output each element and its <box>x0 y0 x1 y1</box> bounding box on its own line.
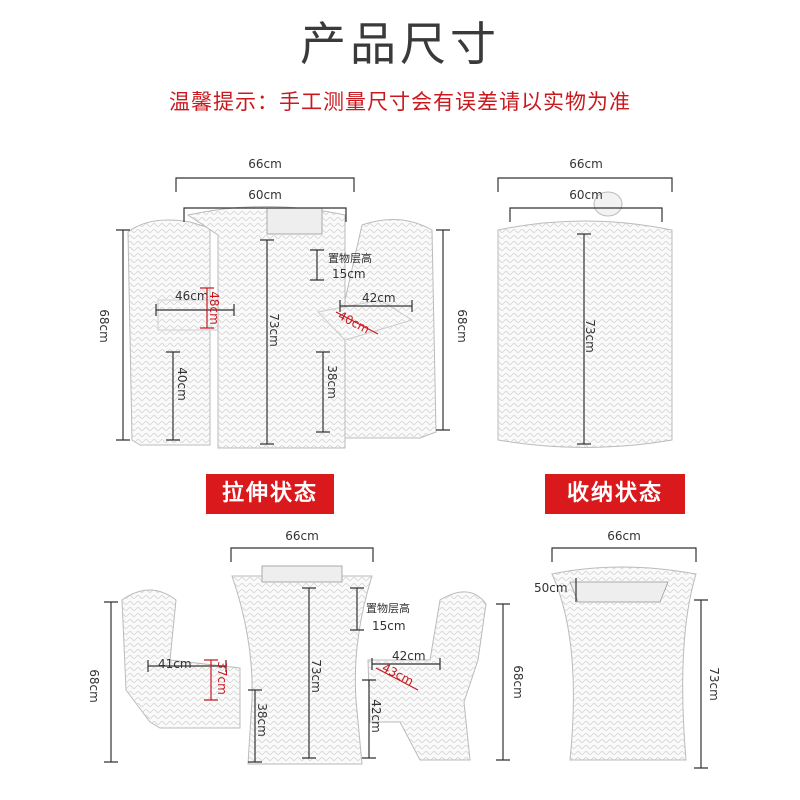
expanded-hourglass-set: 66cm 68cm 68cm 73cm 置物层高 15cm 41cm 37cm … <box>87 529 525 765</box>
tl-left-height-label: 68cm <box>97 309 111 343</box>
bl-seat-height-right-label: 42cm <box>369 699 383 733</box>
tl-shelf-note-line2: 15cm <box>332 267 366 281</box>
br-height-label: 73cm <box>707 667 721 701</box>
bl-shelf-note-line2: 15cm <box>372 619 406 633</box>
br-tray-size-label: 50cm <box>534 581 568 595</box>
collapsed-state-label: 收纳状态 <box>545 474 685 514</box>
tl-shelf-note-line1: 置物层高 <box>328 251 372 265</box>
bl-right-height-label: 68cm <box>511 665 525 699</box>
expanded-state-label: 拉伸状态 <box>206 474 334 514</box>
tr-outer-width-label: 66cm <box>569 157 603 171</box>
tl-inner-width-label: 60cm <box>248 188 282 202</box>
expanded-cylinder-set: 66cm 60cm 68cm 68cm 73cm 置物层高 15cm 46cm … <box>97 157 469 449</box>
tr-inner-width-label: 60cm <box>569 188 603 202</box>
bl-left-height-label: 68cm <box>87 669 101 703</box>
tl-seat-height-right-label: 38cm <box>325 365 339 399</box>
measurement-notice: 温馨提示：手工测量尺寸会有误差请以实物为准 <box>169 90 631 114</box>
tr-height-label: 73cm <box>583 319 597 353</box>
tl-right-height-label: 68cm <box>455 309 469 343</box>
left-chair-shell <box>127 219 211 446</box>
bl-table <box>231 575 373 765</box>
tl-seat-depth-left-label: 48cm <box>207 291 221 325</box>
bl-table-height-label: 73cm <box>309 659 323 693</box>
tl-seat-width-right-label: 42cm <box>362 291 396 305</box>
br-top-width-label: 66cm <box>607 529 641 543</box>
tl-seat-width-left-label: 46cm <box>175 289 209 303</box>
bl-seat-depth-left-label: 37cm <box>215 661 229 695</box>
tl-outer-width-label: 66cm <box>248 157 282 171</box>
bl-shelf-note-line1: 置物层高 <box>366 601 410 615</box>
left-chair-seat <box>157 299 221 331</box>
collapsed-cylinder: 66cm 60cm 73cm <box>497 157 673 448</box>
collapsed-hourglass: 66cm 50cm 73cm <box>534 529 721 769</box>
table-books <box>266 207 323 235</box>
bl-seat-width-right-label: 42cm <box>392 649 426 663</box>
tl-table-height-label: 73cm <box>267 313 281 347</box>
tl-seat-height-left-label: 40cm <box>175 367 189 401</box>
bl-seat-height-left-label: 38cm <box>255 703 269 737</box>
bl-top-width-label: 66cm <box>285 529 319 543</box>
bl-seat-width-left-label: 41cm <box>158 657 192 671</box>
cylinder-body <box>497 220 673 448</box>
page-title: 产品尺寸 <box>300 17 500 71</box>
br-body <box>551 566 697 761</box>
bl-right-chair <box>367 591 487 761</box>
right-chair-shell <box>344 219 437 439</box>
right-chair-seat <box>317 299 414 341</box>
